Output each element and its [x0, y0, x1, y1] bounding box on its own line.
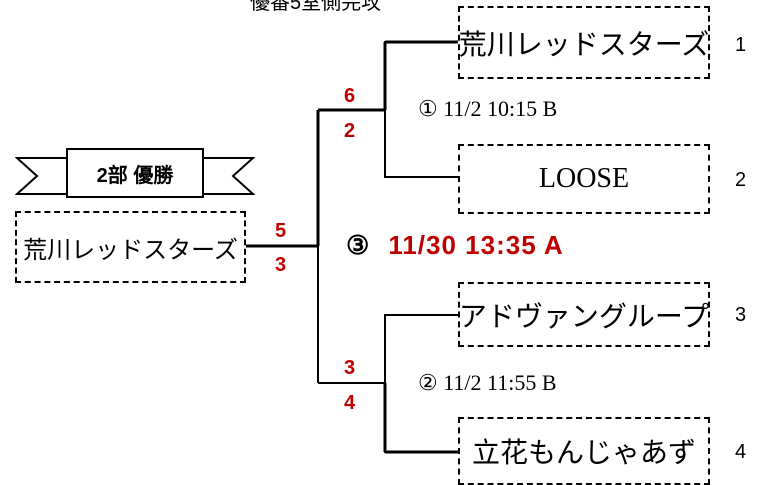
- ribbon-banner-icon: [15, 157, 255, 195]
- score-semi1-bottom: 2: [344, 120, 356, 142]
- team-box-2: LOOSE: [458, 144, 710, 214]
- team-box-3: アドヴァングループ: [458, 282, 710, 347]
- team-seed-2: 2: [735, 169, 747, 191]
- final-match-number: ③: [346, 230, 371, 260]
- match-info-semi2: ② 11/2 11:55 B: [418, 370, 557, 395]
- team-seed-1: 1: [735, 34, 747, 56]
- champion-box: 荒川レッドスターズ: [15, 211, 246, 283]
- score-final-bottom: 3: [275, 254, 287, 276]
- team-box-4: 立花もんじゃあず: [458, 417, 710, 485]
- champion-banner: 2部 優勝: [66, 148, 204, 198]
- score-final-top: 5: [275, 220, 287, 242]
- score-semi1-top: 6: [344, 85, 356, 107]
- final-match-time: 11/30 13:35 A: [388, 230, 564, 260]
- score-semi2-top: 3: [344, 357, 356, 379]
- match-info-semi1: ① 11/2 10:15 B: [418, 96, 558, 121]
- team-seed-4: 4: [735, 441, 747, 463]
- team-box-1: 荒川レッドスターズ: [458, 6, 710, 79]
- bracket-heading: 優番5室側完攻: [250, 0, 382, 14]
- team-seed-3: 3: [735, 304, 747, 326]
- score-semi2-bottom: 4: [344, 392, 356, 414]
- match-info-final: ③ 11/30 13:35 A: [346, 230, 564, 261]
